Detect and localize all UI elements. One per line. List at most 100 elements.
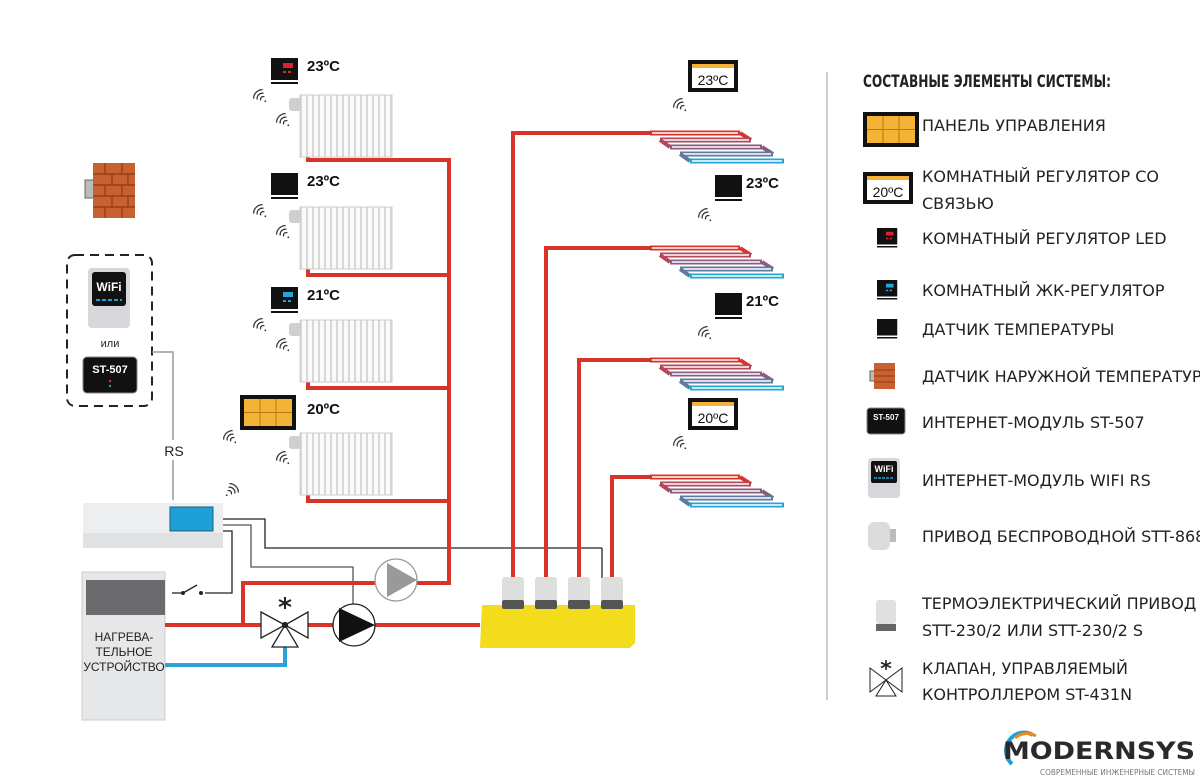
radiator-zone-temp: 21ºC xyxy=(307,287,340,304)
radiator-zone-temp: 20ºC xyxy=(307,401,340,418)
logo-name: MODERNSYS xyxy=(1003,737,1195,765)
led-regulator-icon[interactable] xyxy=(877,228,898,248)
heater-switch xyxy=(182,584,198,594)
underfloor-heating-loop xyxy=(650,474,784,508)
room-regulator-temp: 20ºC xyxy=(873,184,904,200)
thermoelectric-actuator[interactable] xyxy=(535,577,557,609)
legend-item-label: КОНТРОЛЛЕРОМ ST-431N xyxy=(922,685,1132,704)
control-panel-icon[interactable] xyxy=(240,395,296,430)
radiator-actuator[interactable] xyxy=(289,323,301,336)
wireless-signal-icon xyxy=(225,482,240,497)
legend-item-label: ТЕРМОЭЛЕКТРИЧЕСКИЙ ПРИВОД xyxy=(921,594,1196,613)
temperature-sensor-icon[interactable] xyxy=(715,175,742,201)
thermoelectric-actuator-icon xyxy=(876,600,896,631)
legend-item-label: STT-230/2 ИЛИ STT-230/2 S xyxy=(922,621,1143,640)
return-pipe xyxy=(165,645,287,667)
heater-label-2: ТЕЛЬНОЕ xyxy=(95,645,152,659)
supply-pipes xyxy=(165,131,740,627)
floor-zone-temp: 23ºC xyxy=(746,175,779,192)
legend-item-label: КОМНАТНЫЙ РЕГУЛЯТОР LED xyxy=(922,229,1167,248)
legend-item-label: ДАТЧИК НАРУЖНОЙ ТЕМПЕРАТУРЫ xyxy=(922,367,1200,386)
control-panel-icon[interactable] xyxy=(863,112,919,147)
rs-cable xyxy=(152,351,174,500)
st507-icon: ST-507 xyxy=(866,407,906,435)
outdoor-sensor-icon xyxy=(869,363,895,389)
underfloor-heating-loop xyxy=(650,245,784,279)
wireless-signal-icon xyxy=(672,97,687,112)
radiator-zone-temp: 23ºC xyxy=(307,173,340,190)
heater-label-1: НАГРЕВА- xyxy=(95,630,154,644)
controller-screen xyxy=(169,506,214,532)
wireless-signal-icon xyxy=(275,112,290,127)
legend-item-label: ИНТЕРНЕТ-МОДУЛЬ WIFI RS xyxy=(922,471,1151,490)
heating-device: НАГРЕВА- ТЕЛЬНОЕ УСТРОЙСТВО xyxy=(81,571,166,721)
temperature-sensor-icon[interactable] xyxy=(715,293,742,319)
three-way-valve-icon xyxy=(869,660,903,697)
room-regulator-icon[interactable]: 20ºC xyxy=(688,398,738,430)
underfloor-heating-loop xyxy=(650,130,784,164)
underfloor-heating-loop xyxy=(650,357,784,391)
wireless-signal-icon xyxy=(275,450,290,465)
led-regulator-icon[interactable] xyxy=(271,58,298,84)
wireless-signal-icon xyxy=(672,435,687,450)
radiator xyxy=(275,94,393,158)
radiator-zone-temp: 23ºC xyxy=(307,58,340,75)
temperature-sensor-icon[interactable] xyxy=(271,173,298,199)
thermoelectric-actuator[interactable] xyxy=(601,577,623,609)
radiator xyxy=(275,319,393,383)
lcd-regulator-icon[interactable] xyxy=(271,287,298,313)
wireless-signal-icon xyxy=(252,317,267,332)
wireless-signal-icon xyxy=(697,207,712,222)
wireless-actuator-icon xyxy=(868,522,896,550)
valve-asterisk-icon xyxy=(880,660,892,670)
pump-main[interactable] xyxy=(332,603,376,647)
st507-icon-label: ST-507 xyxy=(873,413,899,422)
st507-module[interactable]: ST-507 xyxy=(82,356,138,394)
legend-item-label: СВЯЗЬЮ xyxy=(922,194,994,213)
radiator-actuator[interactable] xyxy=(289,210,301,223)
three-way-valve[interactable] xyxy=(260,597,309,648)
room-regulator-temp: 23ºC xyxy=(698,72,729,88)
radiator xyxy=(275,432,393,496)
room-regulator-icon[interactable]: 20ºC xyxy=(863,172,913,204)
room-regulator-icon[interactable]: 23ºC xyxy=(688,60,738,92)
legend-item-label: КЛАПАН, УПРАВЛЯЕМЫЙ xyxy=(922,659,1128,678)
legend-item-label: КОМНАТНЫЙ РЕГУЛЯТОР СО xyxy=(922,167,1159,186)
underfloor-manifold xyxy=(480,605,635,648)
legend-item-label: ДАТЧИК ТЕМПЕРАТУРЫ xyxy=(922,320,1114,339)
floor-zone-temp: 21ºC xyxy=(746,293,779,310)
lcd-regulator-icon[interactable] xyxy=(877,280,898,300)
or-label: или xyxy=(101,338,120,350)
thermoelectric-actuator[interactable] xyxy=(568,577,590,609)
modernsys-logo: MODERNSYS СОВРЕМЕННЫЕ ИНЖЕНЕРНЫЕ СИСТЕМЫ xyxy=(1003,730,1195,777)
legend: СОСТАВНЫЕ ЭЛЕМЕНТЫ СИСТЕМЫ: 20ºC ST-507Wi… xyxy=(863,72,1200,704)
main-controller[interactable] xyxy=(83,503,223,548)
pump-radiator-circuit[interactable] xyxy=(374,558,418,602)
legend-item-label: ИНТЕРНЕТ-МОДУЛЬ ST-507 xyxy=(922,413,1145,432)
radiator-actuator[interactable] xyxy=(289,98,301,111)
heater-label-3: УСТРОЙСТВО xyxy=(83,659,164,674)
room-regulator-temp: 20ºC xyxy=(698,410,729,426)
wireless-signal-icon xyxy=(275,337,290,352)
wireless-signal-icon xyxy=(275,224,290,239)
legend-item-label: КОМНАТНЫЙ ЖК-РЕГУЛЯТОР xyxy=(922,281,1165,300)
legend-item-label: ПРИВОД БЕСПРОВОДНОЙ STT-868 xyxy=(922,527,1200,546)
wireless-signal-icon xyxy=(222,429,237,444)
wireless-signal-icon xyxy=(697,325,712,340)
radiator-actuator[interactable] xyxy=(289,436,301,449)
legend-item-label: ПАНЕЛЬ УПРАВЛЕНИЯ xyxy=(922,116,1106,135)
st507-label: ST-507 xyxy=(92,364,127,376)
temperature-sensor-icon[interactable] xyxy=(877,319,898,339)
wifi-icon-label: WiFi xyxy=(875,464,894,474)
legend-title: СОСТАВНЫЕ ЭЛЕМЕНТЫ СИСТЕМЫ: xyxy=(863,72,1111,92)
radiator xyxy=(275,206,393,270)
wifi-label: WiFi xyxy=(96,280,121,294)
wifi-module[interactable]: WiFi xyxy=(88,268,130,328)
wireless-signal-icon xyxy=(252,203,267,218)
valve-asterisk-icon xyxy=(278,597,292,609)
wifi-module-icon: WiFi xyxy=(868,458,900,498)
rs-label: RS xyxy=(164,443,183,459)
thermoelectric-actuator[interactable] xyxy=(502,577,524,609)
wireless-signal-icon xyxy=(252,88,267,103)
